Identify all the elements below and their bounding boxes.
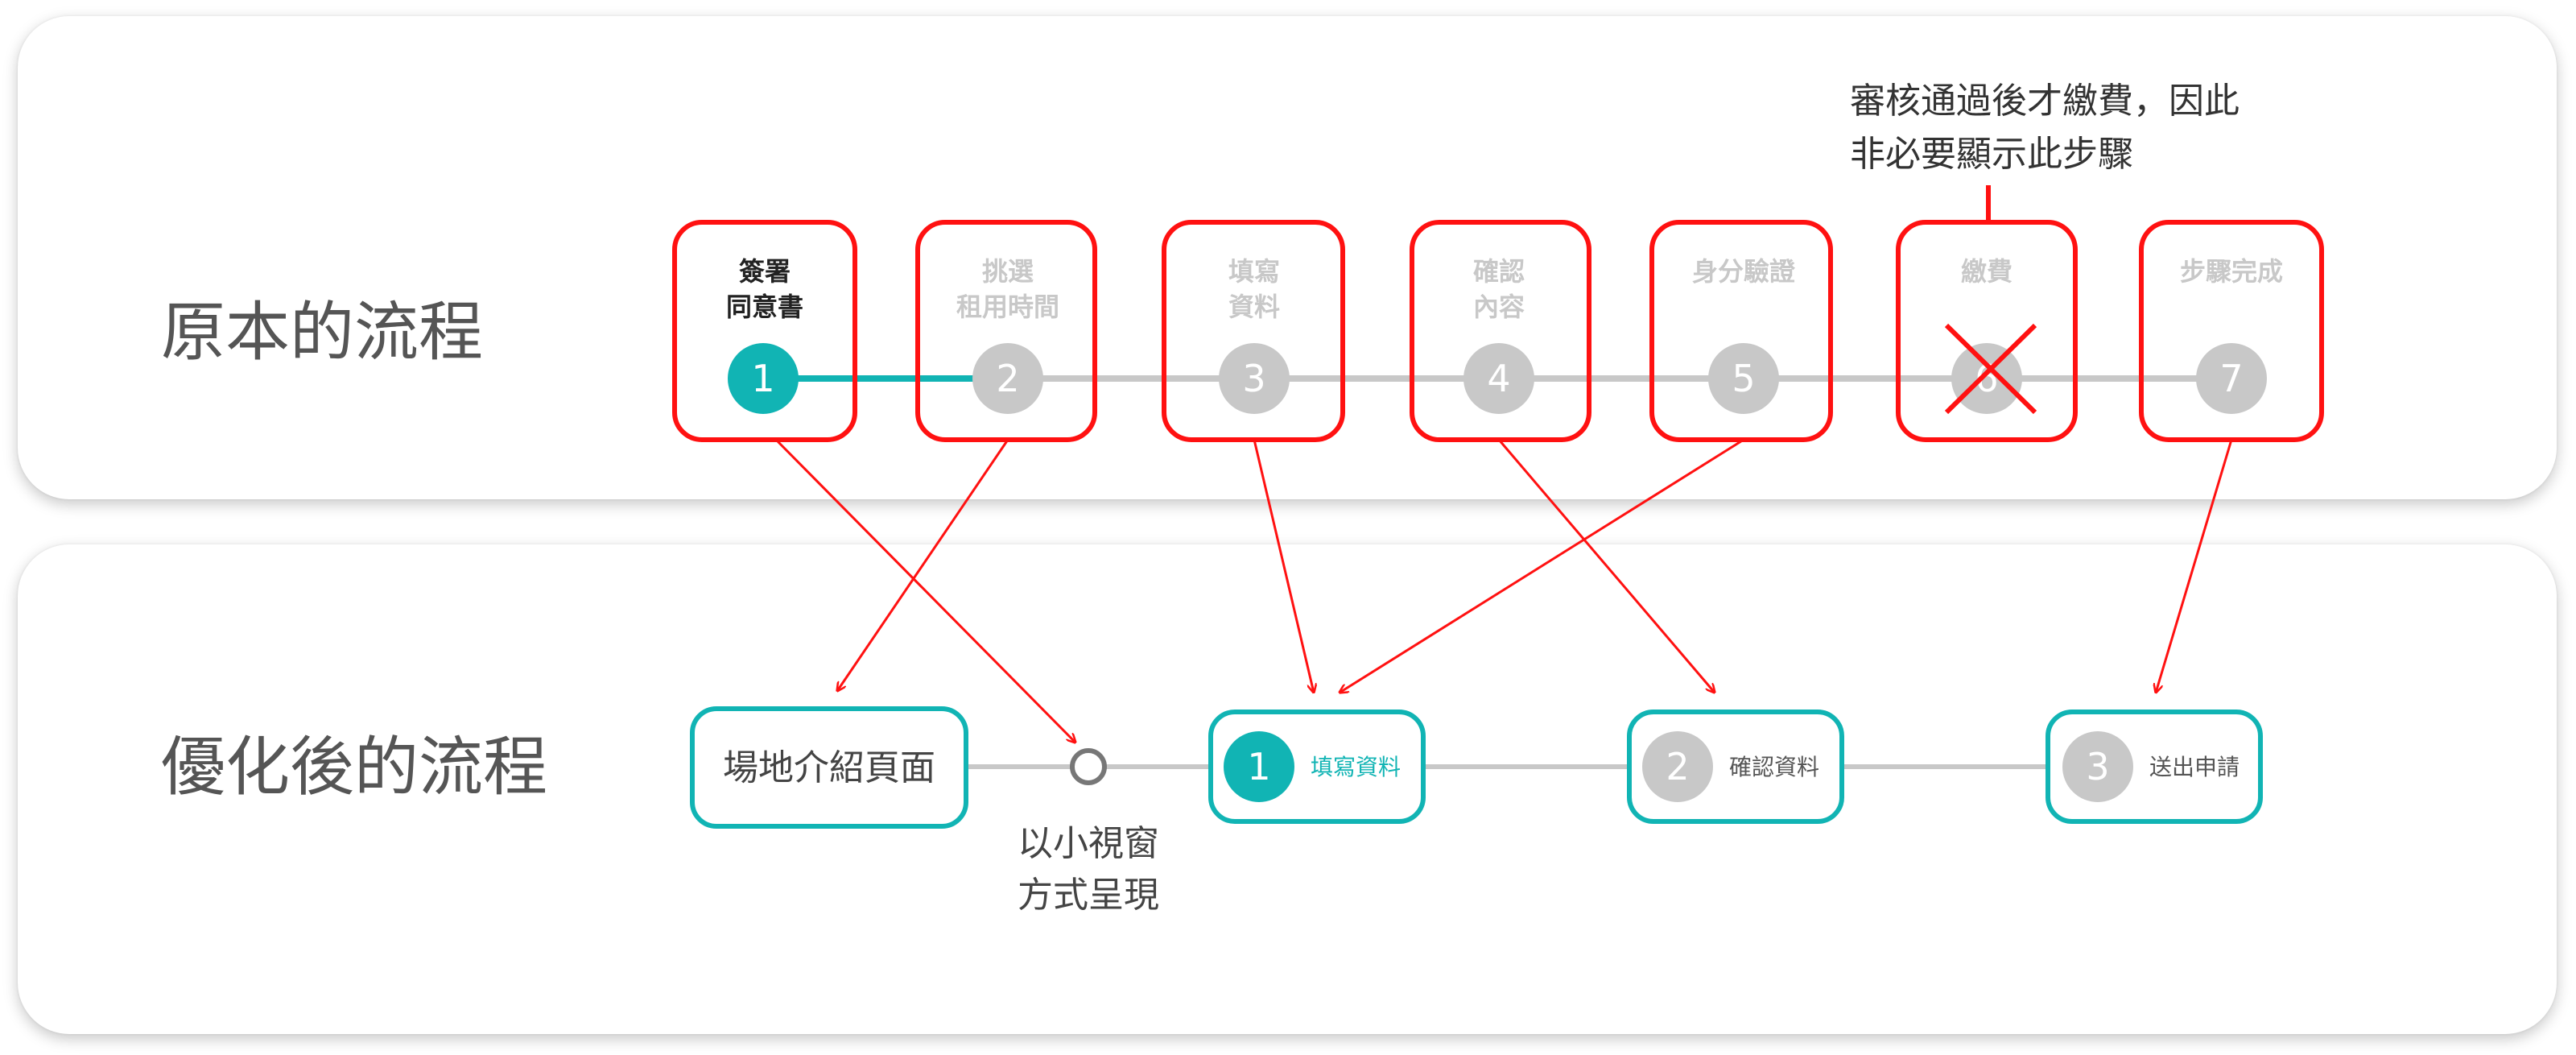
modal-dot (1070, 748, 1107, 785)
step-number: 1 (751, 357, 774, 400)
step-number: 3 (2086, 745, 2109, 788)
arrow-step4-to-new2 (1497, 439, 1715, 693)
step-number-circle (1642, 731, 1713, 802)
optimized-step-2: 2 確認資料 (1627, 710, 1844, 824)
step-label-line: 簽署 (739, 256, 791, 287)
arrow-step3-to-new1 (1253, 439, 1314, 693)
step-label-line: 步驟完成 (2180, 256, 2283, 287)
step-label-line: 填寫 (1228, 256, 1280, 287)
step-label-line: 繳費 (1961, 256, 2013, 287)
intro-page-frame (690, 706, 968, 829)
removed-cross-icon (1944, 323, 2037, 415)
payment-step-note: 審核通過後才繳費，因此 非必要顯示此步驟 (1850, 81, 2240, 222)
step-number-circle (1224, 731, 1294, 802)
step-label: 送出申請 (2149, 754, 2240, 780)
step-number-circle (1708, 343, 1779, 414)
original-step-5: 身分驗證 5 (1649, 220, 1833, 442)
step-number-circle (2196, 343, 2267, 414)
step-number-circle (1463, 343, 1534, 414)
step-number: 3 (1242, 357, 1265, 400)
step-label-line: 挑選 (982, 256, 1034, 287)
step-label-line: 同意書 (726, 292, 803, 322)
step-number: 5 (1732, 357, 1755, 400)
original-step-6: 繳費 6 (1896, 220, 2078, 442)
step-highlight-frame (1649, 220, 1833, 442)
step-label-line: 租用時間 (956, 292, 1059, 322)
step-number-circle (2062, 731, 2133, 802)
note-line: 非必要顯示此步驟 (1850, 134, 2133, 175)
arrow-step7-to-new3 (2156, 439, 2233, 693)
original-flow-panel (18, 16, 2557, 499)
step-label: 確認資料 (1729, 754, 1819, 780)
step-number: 7 (2219, 357, 2243, 400)
modal-caption-line: 以小視窗 (1018, 823, 1159, 864)
arrow-step5-to-new1 (1340, 438, 1744, 693)
optimized-step-3: 3 送出申請 (2046, 710, 2263, 824)
step-number: 2 (996, 357, 1019, 400)
step-label-line: 資料 (1228, 292, 1280, 322)
step-number: 4 (1487, 357, 1510, 400)
mapping-arrows (774, 438, 2233, 743)
original-step-4: 確認 內容 4 (1410, 220, 1591, 442)
step-highlight-frame (672, 220, 857, 442)
optimized-step-1: 1 填寫資料 (1208, 710, 1426, 824)
step-number-circle (1951, 343, 2022, 414)
step-highlight-frame (915, 220, 1097, 442)
step-highlight-frame (1162, 220, 1345, 442)
step-number-circle (1219, 343, 1290, 414)
step-number-circle (972, 343, 1043, 414)
step-label-line: 內容 (1473, 292, 1525, 322)
original-flow-title: 原本的流程 (161, 295, 483, 370)
step-number-circle (728, 343, 799, 414)
optimized-flow-title: 優化後的流程 (161, 730, 547, 805)
original-step-7: 步驟完成 7 (2139, 220, 2324, 442)
original-step-3: 填寫 資料 3 (1162, 220, 1345, 442)
step-number: 2 (1666, 745, 1689, 788)
step-highlight-frame (1410, 220, 1591, 442)
modal-caption-line: 方式呈現 (1018, 875, 1159, 916)
step-label: 填寫資料 (1311, 754, 1401, 780)
original-step-1: 簽署 同意書 1 (672, 220, 857, 442)
arrow-step1-to-modal (774, 438, 1075, 743)
original-step-2: 挑選 租用時間 2 (915, 220, 1097, 442)
step-label-line: 身分驗證 (1692, 256, 1796, 287)
step-number: 1 (1247, 745, 1270, 788)
note-line: 審核通過後才繳費，因此 (1850, 81, 2240, 122)
step-label-line: 確認 (1473, 256, 1525, 287)
intro-page-box: 場地介紹頁面 (690, 706, 968, 829)
intro-page-label: 場地介紹頁面 (723, 747, 935, 788)
arrow-step2-to-intro (837, 439, 1009, 691)
